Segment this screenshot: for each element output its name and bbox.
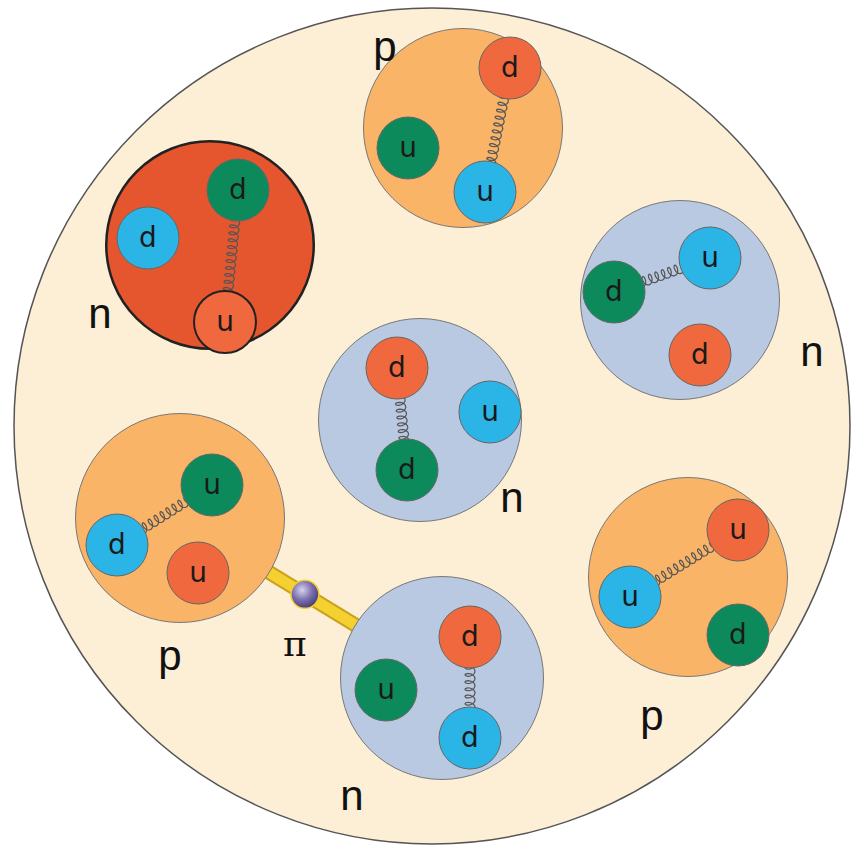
- quark-circle: u: [678, 226, 742, 290]
- quark-circle: d: [365, 336, 429, 400]
- quark-fill: [439, 606, 501, 668]
- quark-circle: u: [598, 565, 662, 629]
- quark-circle: d: [206, 158, 270, 222]
- quark-circle: u: [180, 453, 244, 517]
- quark-circle: d: [582, 260, 646, 324]
- quark-circle: d: [706, 603, 770, 667]
- quark-fill: [679, 227, 741, 289]
- quark-circle: d: [668, 323, 732, 387]
- nucleon-fill: [76, 414, 285, 623]
- quark-label: u: [729, 516, 747, 544]
- quark-label: u: [701, 244, 719, 272]
- nucleus-circle: [14, 8, 850, 844]
- quark-circle: u: [376, 116, 440, 180]
- quark-circle: d: [438, 706, 502, 770]
- quark-fill: [181, 454, 243, 516]
- nucleon-fill: [319, 319, 522, 522]
- quark-fill: [167, 542, 229, 604]
- quark-label: u: [216, 308, 234, 336]
- nucleon-circle: pudu: [75, 413, 285, 623]
- nucleon-label: n: [500, 477, 523, 519]
- quark-label: d: [388, 354, 406, 382]
- nucleon-label: n: [88, 293, 111, 335]
- nucleon-fill: [589, 478, 788, 677]
- quark-label: u: [203, 471, 221, 499]
- quark-circle: u: [354, 658, 418, 722]
- nucleon-fill: [341, 577, 544, 780]
- nucleon-circle: nddu: [105, 140, 315, 350]
- quark-circle: d: [375, 438, 439, 502]
- quark-fill: [439, 707, 501, 769]
- quark-label: d: [605, 278, 623, 306]
- quark-label: d: [501, 54, 519, 82]
- quark-circle: u: [458, 380, 522, 444]
- quark-label: d: [691, 341, 709, 369]
- quark-fill: [707, 499, 769, 561]
- quark-label: d: [398, 456, 416, 484]
- quark-circle: u: [193, 290, 257, 354]
- quark-fill: [599, 566, 661, 628]
- quark-label: u: [399, 134, 417, 162]
- quark-label: u: [481, 398, 499, 426]
- nucleon-label: p: [373, 26, 396, 68]
- quark-label: d: [461, 724, 479, 752]
- pion-ball: [291, 580, 319, 608]
- quark-label: d: [108, 531, 126, 559]
- nucleon-label: p: [158, 635, 181, 677]
- quark-fill: [583, 261, 645, 323]
- nucleon-label: n: [800, 331, 823, 373]
- quark-fill: [459, 381, 521, 443]
- quark-fill: [707, 604, 769, 666]
- quark-fill: [377, 117, 439, 179]
- pion-label: π: [283, 626, 307, 662]
- nucleon-label: n: [340, 775, 363, 817]
- quark-fill: [669, 324, 731, 386]
- quark-circle: u: [706, 498, 770, 562]
- quark-fill: [376, 439, 438, 501]
- quark-circle: u: [166, 541, 230, 605]
- quark-label: u: [621, 583, 639, 611]
- nucleon-circle: nudd: [340, 576, 544, 780]
- quark-label: d: [229, 176, 247, 204]
- quark-label: d: [139, 224, 157, 252]
- quark-fill: [479, 37, 541, 99]
- quark-circle: d: [85, 513, 149, 577]
- quark-circle: d: [438, 605, 502, 669]
- nucleon-fill: [581, 201, 780, 400]
- quark-circle: d: [116, 206, 180, 270]
- nucleon-circle: nudd: [580, 200, 780, 400]
- quark-label: u: [476, 178, 494, 206]
- quark-label: u: [189, 559, 207, 587]
- nucleon-circle: p d u u: [363, 28, 563, 228]
- quark-circle: u: [453, 160, 517, 224]
- quark-label: d: [461, 623, 479, 651]
- pion-band: [266, 571, 358, 627]
- nucleon-label: p: [640, 695, 663, 737]
- quark-label: u: [377, 676, 395, 704]
- quark-fill: [355, 659, 417, 721]
- quark-fill: [117, 207, 179, 269]
- quark-fill: [194, 291, 256, 353]
- quark-fill: [366, 337, 428, 399]
- quark-fill: [86, 514, 148, 576]
- quark-circle: d: [478, 36, 542, 100]
- nucleon-circle: puud: [588, 477, 788, 677]
- quark-fill: [207, 159, 269, 221]
- quark-fill: [454, 161, 516, 223]
- quark-label: d: [729, 621, 747, 649]
- nucleon-circle: n d u d: [318, 318, 522, 522]
